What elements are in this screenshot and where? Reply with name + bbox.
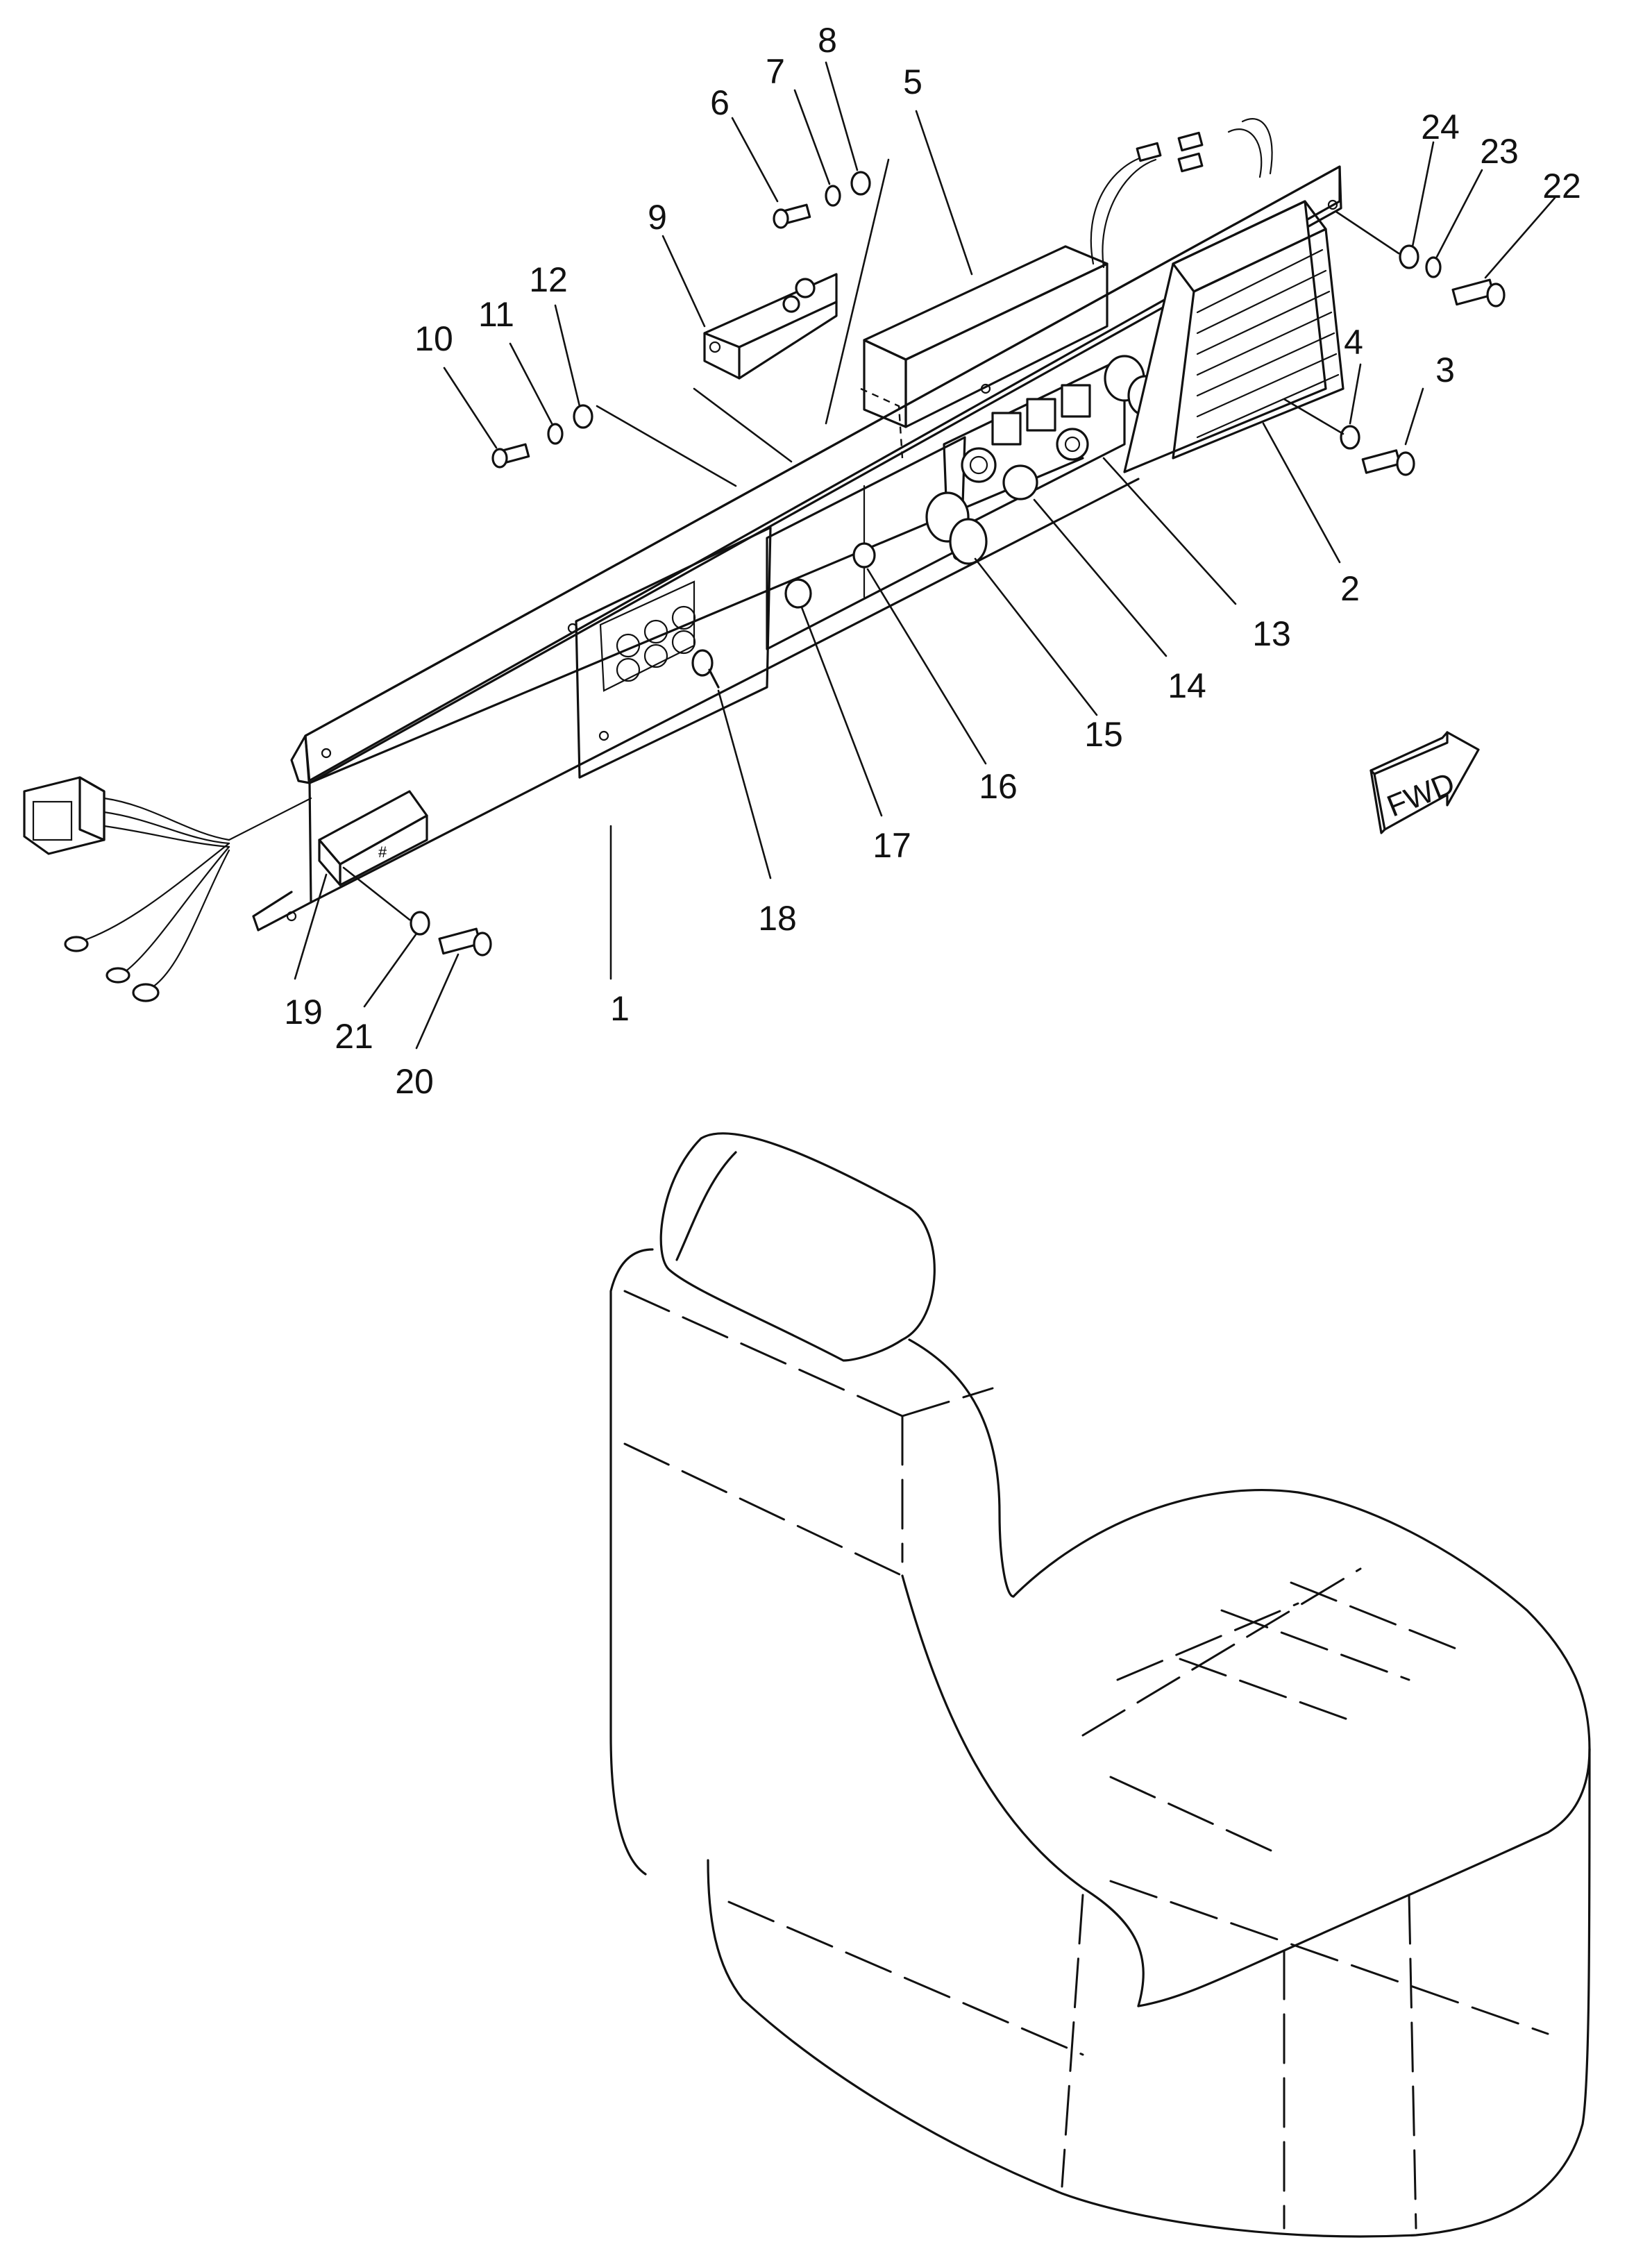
callout-20: 20 bbox=[395, 1062, 434, 1101]
forward-arrow-icon: FWD bbox=[1369, 731, 1480, 834]
callout-4: 4 bbox=[1344, 323, 1363, 362]
panel-lamp bbox=[1123, 200, 1345, 473]
callout-22: 22 bbox=[1542, 167, 1581, 205]
bracket bbox=[703, 273, 838, 380]
lower-wire-harness bbox=[23, 776, 312, 1002]
leader-lines bbox=[294, 61, 1556, 1050]
callout-18: 18 bbox=[758, 899, 797, 938]
callout-7: 7 bbox=[766, 52, 785, 91]
callout-5: 5 bbox=[903, 62, 922, 101]
callout-16: 16 bbox=[979, 767, 1018, 806]
callout-15: 15 bbox=[1084, 715, 1123, 754]
callout-13: 13 bbox=[1252, 614, 1291, 653]
callout-1: 1 bbox=[610, 989, 630, 1028]
upper-wire-harness bbox=[1090, 118, 1273, 269]
instrument-panel bbox=[252, 165, 1342, 932]
callout-8: 8 bbox=[818, 21, 837, 60]
callout-11: 11 bbox=[478, 295, 514, 334]
operator-seat bbox=[609, 1132, 1591, 2238]
svg-text:#: # bbox=[378, 843, 387, 861]
callout-23: 23 bbox=[1480, 132, 1519, 171]
callout-21: 21 bbox=[335, 1017, 373, 1056]
callout-12: 12 bbox=[529, 260, 568, 299]
callout-14: 14 bbox=[1168, 666, 1206, 705]
fasteners bbox=[410, 171, 1506, 957]
callout-2: 2 bbox=[1340, 569, 1360, 608]
callout-19: 19 bbox=[284, 993, 323, 1031]
relay-box bbox=[860, 245, 1109, 459]
callout-6: 6 bbox=[710, 83, 730, 122]
callout-24: 24 bbox=[1421, 108, 1460, 146]
callout-labels: 1 2 3 4 5 6 7 8 9 10 11 12 13 14 15 16 1… bbox=[284, 21, 1581, 1101]
callout-9: 9 bbox=[648, 198, 667, 237]
callout-10: 10 bbox=[414, 319, 453, 358]
callout-17: 17 bbox=[873, 826, 911, 865]
connector-housing: # bbox=[318, 790, 428, 886]
callout-3: 3 bbox=[1435, 351, 1455, 389]
